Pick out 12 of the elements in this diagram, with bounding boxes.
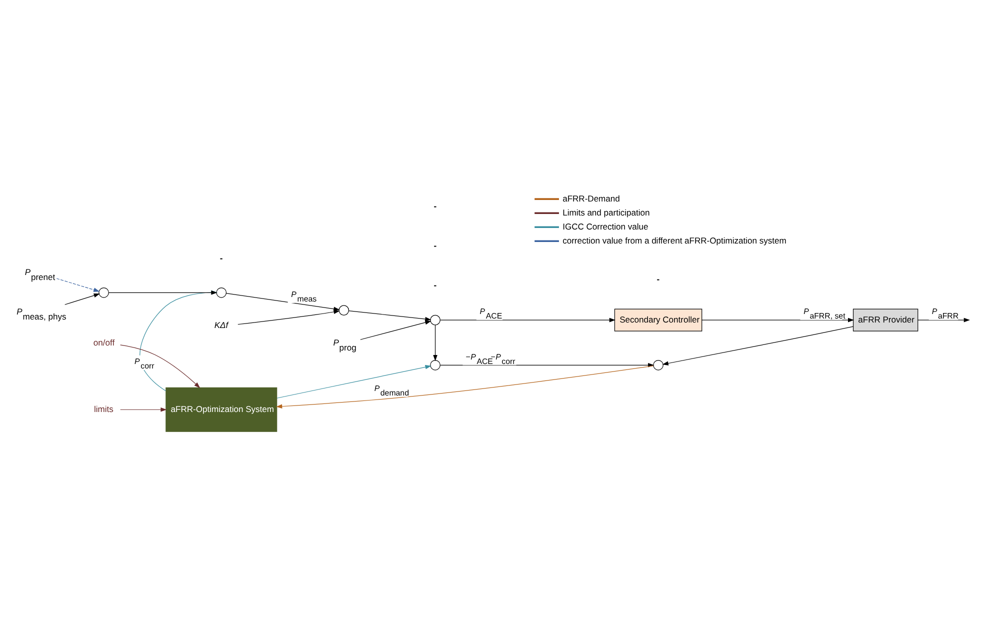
label: - [434,280,437,290]
legend-label: Limits and participation [562,206,650,217]
legend-label: correction value from a different aFRR-Optimization system [562,234,786,245]
node-text: limits [94,403,114,414]
node-text: KΔf [214,319,228,330]
legend-label: IGCC Correction value [562,220,648,231]
label: - [434,240,437,250]
label: - [220,252,223,262]
legend-label: aFRR-Demand [562,192,620,203]
label: - [434,200,437,210]
label: - [656,274,660,284]
node-text: on/off [93,336,115,347]
